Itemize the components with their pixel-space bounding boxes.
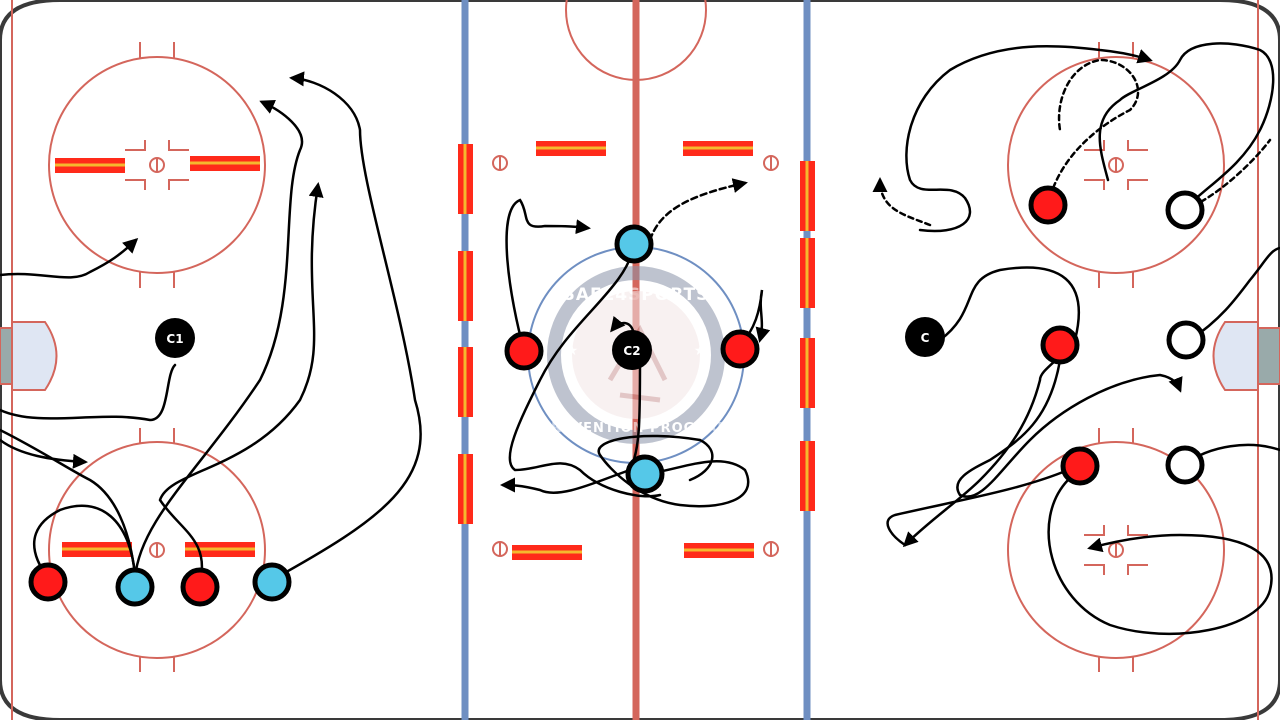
player-red-4: [720, 329, 760, 369]
watermark-bottom-text: PREVENTION PROGRAM: [541, 421, 732, 436]
player-blue-2: [252, 562, 292, 602]
player-red-3: [504, 331, 544, 371]
watermark-top-text: SAFE4SPORTS: [563, 285, 710, 305]
coaches: C1 C2 C: [155, 317, 945, 370]
coach-c1-label: C1: [166, 332, 183, 346]
player-red-5: [1028, 185, 1068, 225]
player-white-2: [1166, 320, 1206, 360]
coach-c: [905, 317, 945, 357]
coach-c2-label: C2: [623, 344, 640, 358]
svg-text:★: ★: [694, 343, 707, 359]
players: [28, 185, 1206, 607]
hash-bars: [55, 141, 815, 560]
player-blue-4: [625, 454, 665, 494]
svg-text:★: ★: [566, 343, 579, 359]
faceoff-circles: [48, 0, 1225, 672]
coach-c2: [612, 330, 652, 370]
player-blue-3: [614, 224, 654, 264]
player-red-2: [180, 567, 220, 607]
player-blue-1: [115, 567, 155, 607]
player-red-1: [28, 562, 68, 602]
player-white-1: [1165, 190, 1205, 230]
coach-c1: [155, 318, 195, 358]
player-red-6: [1040, 325, 1080, 365]
player-white-3: [1165, 445, 1205, 485]
player-red-7: [1060, 446, 1100, 486]
crease-right: [1212, 321, 1280, 391]
crease-left: [0, 321, 58, 391]
coach-c-label: C: [921, 331, 930, 345]
